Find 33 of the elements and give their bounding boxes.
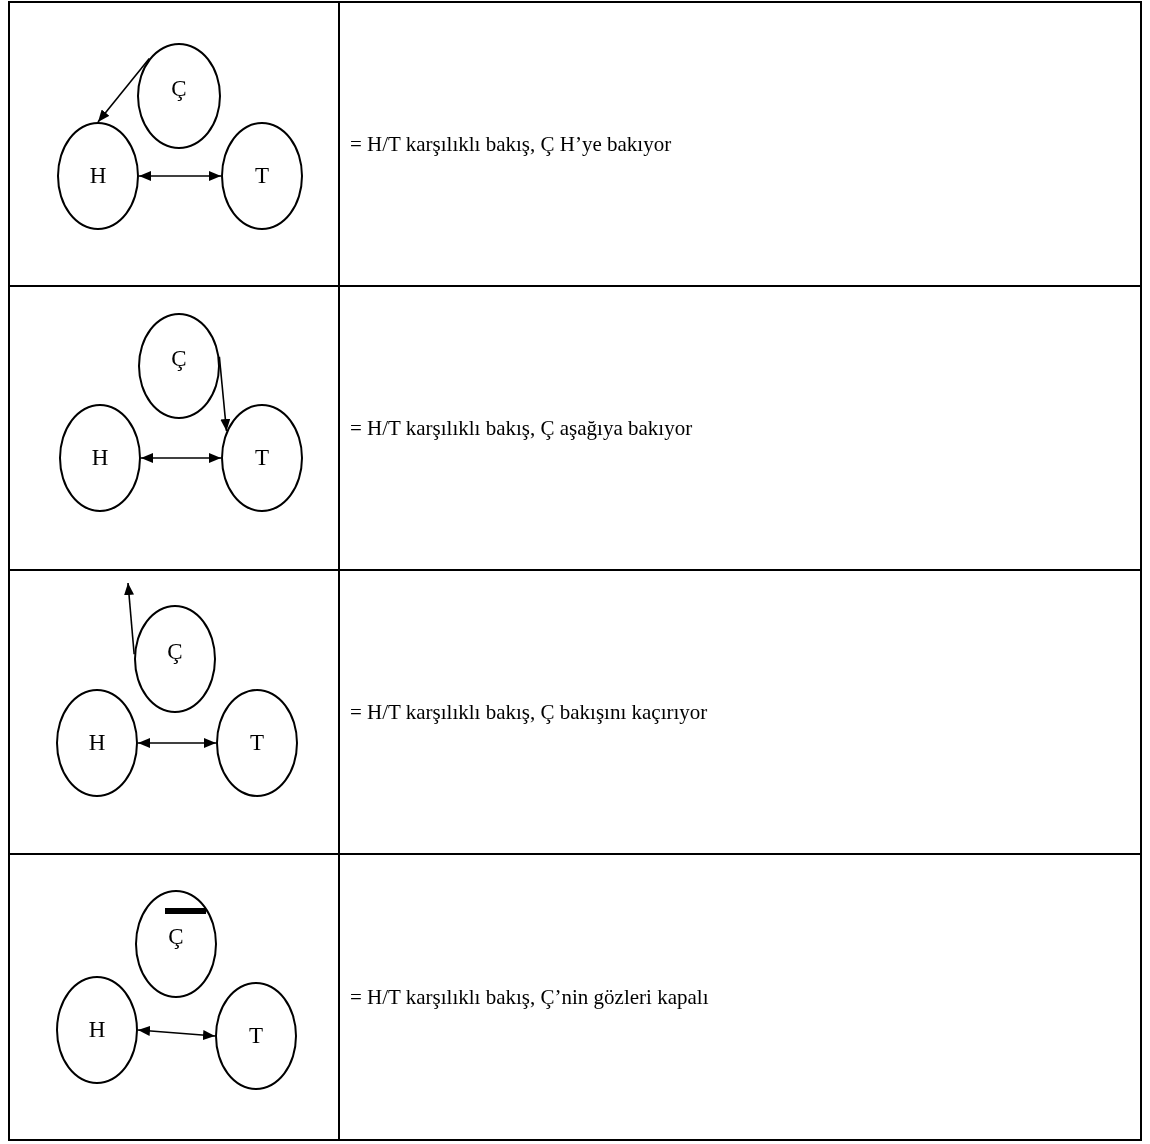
- person-ellipse: [134, 605, 216, 713]
- person-letter: T: [249, 730, 265, 756]
- person-ellipse: [57, 122, 139, 230]
- arrow: [137, 738, 217, 748]
- person-ellipse: [56, 976, 138, 1084]
- person-ellipse: [221, 404, 303, 512]
- person-letter: H: [91, 445, 109, 471]
- person-ellipse: [216, 689, 298, 797]
- person-ellipse: [221, 122, 303, 230]
- person-ellipse: [137, 43, 221, 149]
- arrow: [140, 453, 222, 463]
- person-letter: T: [248, 1023, 264, 1049]
- person-letter: H: [88, 730, 106, 756]
- arrow: [124, 582, 135, 656]
- person-letter: T: [254, 445, 270, 471]
- person-ellipse: [215, 982, 297, 1090]
- person-ellipse: [59, 404, 141, 512]
- person-letter: H: [88, 1017, 106, 1043]
- person-letter: Ç: [171, 346, 187, 372]
- description-text: = H/T karşılıklı bakış, Ç bakışını kaçırıyor: [350, 699, 708, 725]
- arrow: [137, 1025, 216, 1041]
- description-text: = H/T karşılıklı bakış, Ç’nin gözleri kapalı: [350, 984, 709, 1010]
- person-letter: Ç: [171, 76, 187, 102]
- arrow: [97, 57, 151, 123]
- arrow: [138, 171, 222, 181]
- person-letter: Ç: [167, 639, 183, 665]
- person-ellipse: [56, 689, 138, 797]
- person-letter: H: [89, 163, 107, 189]
- person-ellipse: [138, 313, 220, 419]
- person-letter: T: [254, 163, 270, 189]
- description-text: = H/T karşılıklı bakış, Ç aşağıya bakıyor: [350, 415, 693, 441]
- person-letter: Ç: [168, 924, 184, 950]
- description-text: = H/T karşılıklı bakış, Ç H’ye bakıyor: [350, 131, 672, 157]
